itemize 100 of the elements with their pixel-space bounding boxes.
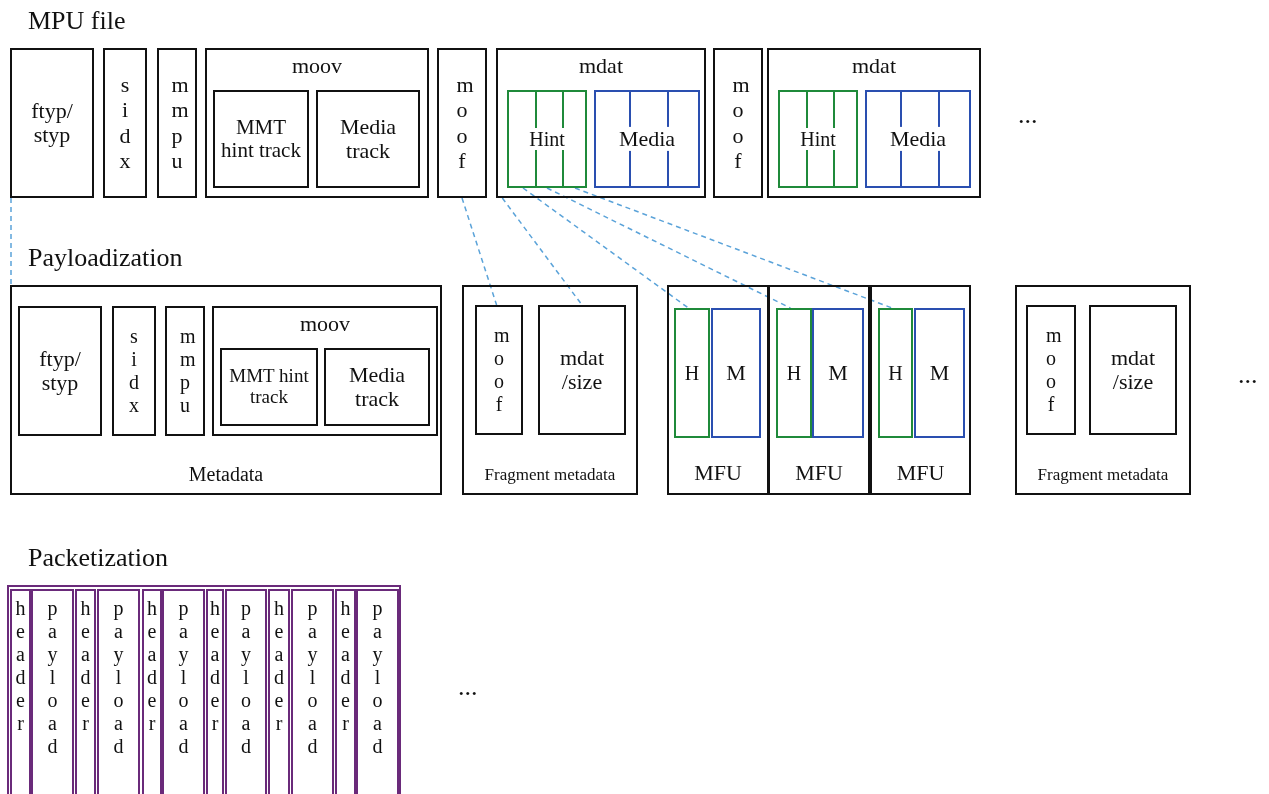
vertical-label: moof xyxy=(1045,324,1063,416)
container-box xyxy=(1015,285,1191,495)
vertical-box xyxy=(225,589,267,794)
vertical-label: moof xyxy=(731,72,751,174)
group-title: moov xyxy=(298,312,352,337)
box xyxy=(594,90,700,188)
group-title: Metadata xyxy=(187,463,265,485)
vertical-box xyxy=(162,589,205,794)
leader-line xyxy=(546,187,792,309)
vertical-box xyxy=(31,589,74,794)
vertical-box xyxy=(97,589,140,794)
box-label: M xyxy=(928,360,951,386)
vertical-label: sidx xyxy=(118,72,132,174)
box-label: MMT hint track xyxy=(220,115,302,163)
box-label: M xyxy=(725,360,747,386)
vertical-box xyxy=(157,48,197,198)
box-label: Media track xyxy=(338,114,398,164)
group-title: moov xyxy=(290,54,344,79)
group-title: Fragment metadata xyxy=(483,466,617,485)
group-title: Fragment metadata xyxy=(1036,466,1170,485)
box-label: M xyxy=(827,360,849,386)
box-label: H xyxy=(785,362,803,384)
box-label: MMT hint track xyxy=(228,366,310,408)
box xyxy=(220,348,318,426)
vertical-label: payload xyxy=(112,597,125,758)
group-title: MFU xyxy=(693,460,743,485)
vertical-box xyxy=(475,305,523,435)
ellipsis: ... xyxy=(458,672,478,702)
box xyxy=(778,90,858,188)
container-box xyxy=(212,306,438,436)
box-label: ftyp/ styp xyxy=(38,346,82,396)
leader-line xyxy=(574,187,893,309)
box xyxy=(812,308,864,438)
vertical-label: header xyxy=(146,597,158,735)
box xyxy=(878,308,913,438)
packet-stream-frame xyxy=(7,585,401,794)
vertical-box xyxy=(206,589,224,794)
container-box xyxy=(870,285,971,495)
box xyxy=(865,90,971,188)
vertical-box xyxy=(291,589,334,794)
vertical-label: mmpu xyxy=(179,325,197,417)
group-title: MFU xyxy=(895,460,946,485)
vertical-label: mmpu xyxy=(170,72,190,174)
section-heading: Packetization xyxy=(28,543,169,573)
box xyxy=(1089,305,1177,435)
vertical-label: payload xyxy=(46,597,59,758)
box xyxy=(324,348,430,426)
box xyxy=(316,90,420,188)
vertical-label: sidx xyxy=(128,325,140,417)
vertical-label: moof xyxy=(455,72,475,174)
vertical-label: payload xyxy=(371,597,384,758)
ellipsis: ... xyxy=(1238,360,1258,390)
container-box xyxy=(462,285,638,495)
container-box xyxy=(496,48,706,198)
ellipsis: ... xyxy=(1018,100,1038,130)
leader-line xyxy=(461,197,498,306)
vertical-box xyxy=(437,48,487,198)
vertical-box xyxy=(10,589,31,794)
leader-line xyxy=(522,187,690,309)
box-label: Media xyxy=(887,126,949,152)
vertical-box xyxy=(356,589,399,794)
box-label: H xyxy=(683,362,701,384)
group-title: MFU xyxy=(794,460,844,485)
vertical-label: payload xyxy=(240,597,252,758)
box xyxy=(776,308,812,438)
vertical-box xyxy=(713,48,763,198)
leader-line xyxy=(10,197,12,286)
vertical-label: payload xyxy=(177,597,190,758)
box-label: mdat /size xyxy=(1110,345,1156,395)
vertical-label: header xyxy=(79,597,92,735)
box-label: ftyp/ styp xyxy=(30,98,74,148)
vertical-box xyxy=(75,589,96,794)
container-box xyxy=(10,285,442,495)
box-label: Hint xyxy=(798,128,838,150)
vertical-box xyxy=(142,589,162,794)
box xyxy=(674,308,710,438)
box xyxy=(213,90,309,188)
box xyxy=(914,308,965,438)
vertical-label: moof xyxy=(493,324,511,416)
container-box xyxy=(767,48,981,198)
vertical-box xyxy=(112,306,156,436)
group-title: mdat xyxy=(578,54,624,79)
vertical-label: header xyxy=(339,597,352,735)
container-box xyxy=(205,48,429,198)
box xyxy=(10,48,94,198)
box xyxy=(18,306,102,436)
vertical-label: header xyxy=(209,597,221,735)
vertical-box xyxy=(268,589,290,794)
vertical-box xyxy=(165,306,205,436)
group-title: mdat xyxy=(851,54,897,79)
container-box xyxy=(768,285,870,495)
box xyxy=(507,90,587,188)
vertical-label: header xyxy=(273,597,285,735)
box-label: mdat /size xyxy=(559,345,605,395)
vertical-box xyxy=(1026,305,1076,435)
vertical-label: header xyxy=(14,597,27,735)
box-label: Media track xyxy=(347,362,407,412)
section-heading: MPU file xyxy=(28,6,126,36)
container-box xyxy=(667,285,769,495)
box-label: Media xyxy=(616,126,678,152)
